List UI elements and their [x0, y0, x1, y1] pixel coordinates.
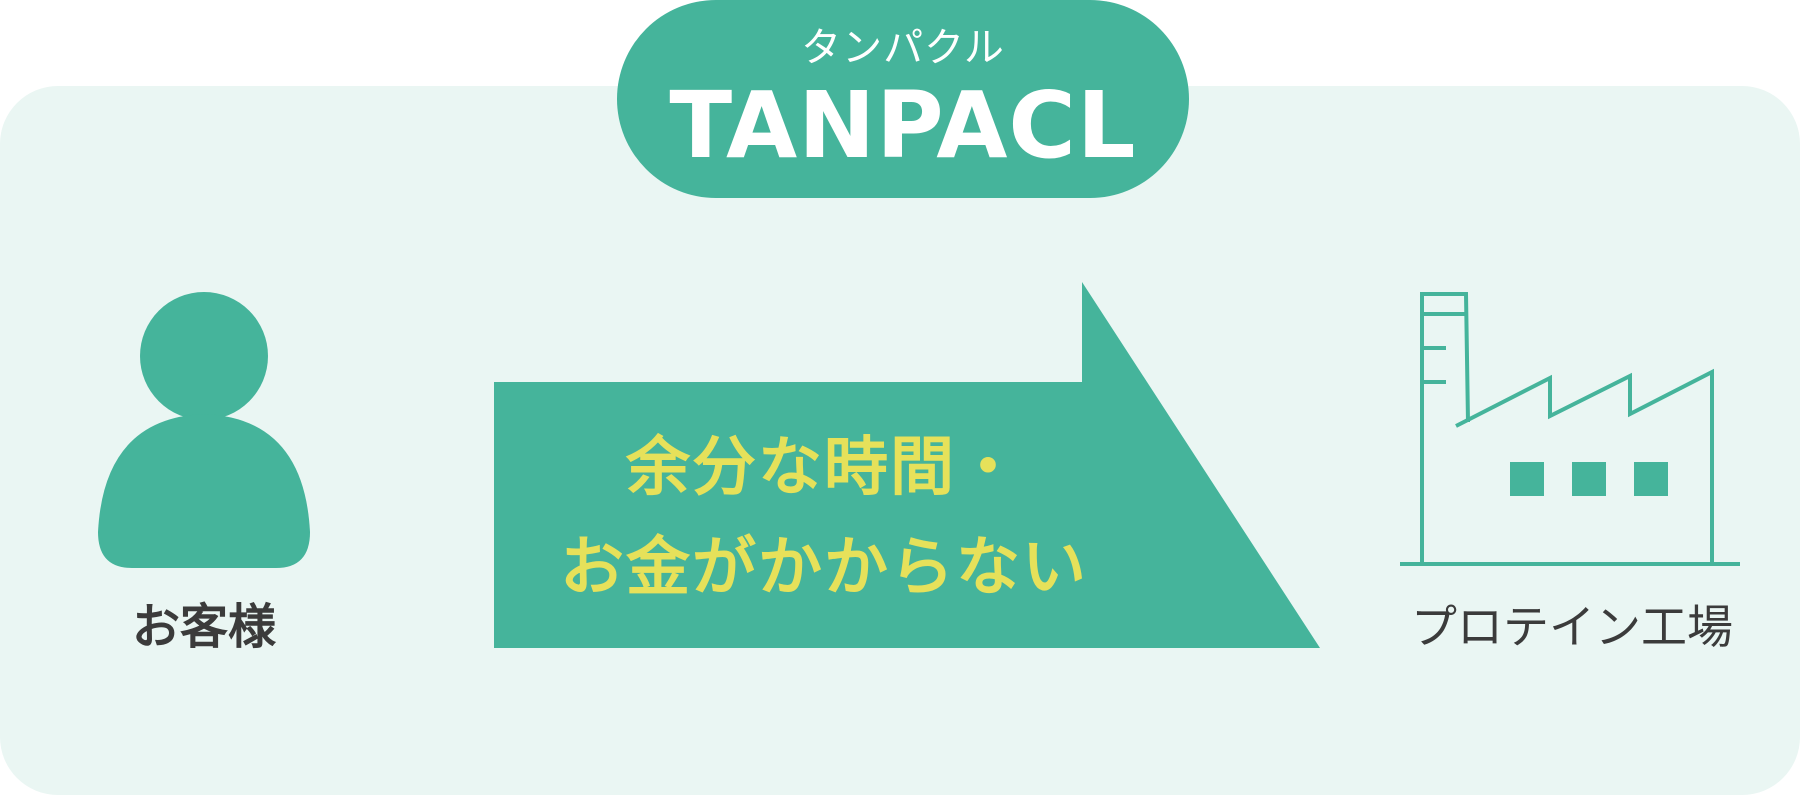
brand-kana: タンパクル	[801, 25, 1005, 71]
factory-icon	[1400, 292, 1740, 566]
benefit-text-line2: お金がかからない	[560, 531, 1088, 605]
factory-label: プロテイン工場	[1411, 600, 1733, 654]
person-icon	[98, 292, 310, 568]
benefit-arrow	[494, 282, 1320, 648]
benefit-text-line1: 余分な時間・	[626, 431, 1022, 505]
brand-name: TANPACL	[669, 72, 1137, 179]
customer-label: お客様	[131, 599, 276, 655]
brand-badge: タンパクル TANPACL	[617, 0, 1189, 198]
